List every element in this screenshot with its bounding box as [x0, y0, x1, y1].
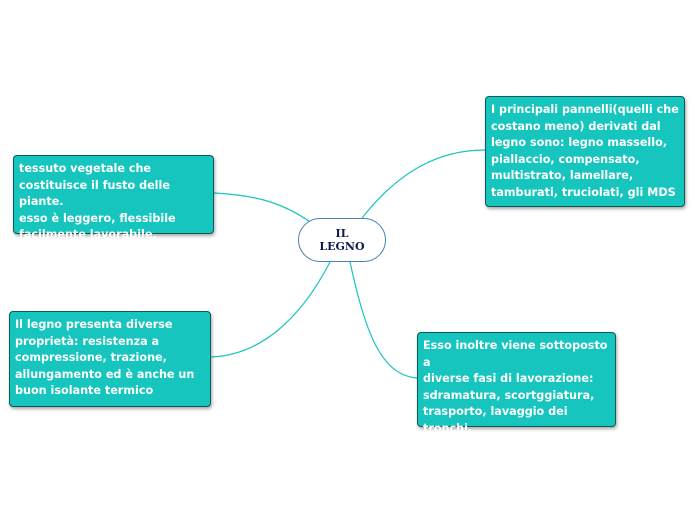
topic-lavorazione-text: Esso inoltre viene sottoposto a diverse …	[423, 339, 608, 468]
connector-definizione	[213, 192, 314, 225]
topic-definizione[interactable]: tessuto vegetale che costituisce il fust…	[13, 155, 214, 241]
connector-pannelli	[361, 149, 486, 219]
topic-proprieta-text: Il legno presenta diverse proprietà: res…	[15, 318, 195, 397]
connector-lavorazione	[349, 261, 418, 379]
central-topic-label: IL LEGNO	[319, 227, 365, 253]
connector-proprieta	[210, 261, 331, 358]
topic-proprieta[interactable]: Il legno presenta diverse proprietà: res…	[9, 311, 211, 407]
central-topic[interactable]: IL LEGNO	[298, 218, 386, 262]
topic-pannelli-text: I principali pannelli(quelli che costano…	[491, 103, 679, 199]
topic-definizione-text: tessuto vegetale che costituisce il fust…	[19, 162, 176, 241]
topic-lavorazione[interactable]: Esso inoltre viene sottoposto a diverse …	[417, 332, 616, 468]
topic-pannelli[interactable]: I principali pannelli(quelli che costano…	[485, 96, 685, 207]
